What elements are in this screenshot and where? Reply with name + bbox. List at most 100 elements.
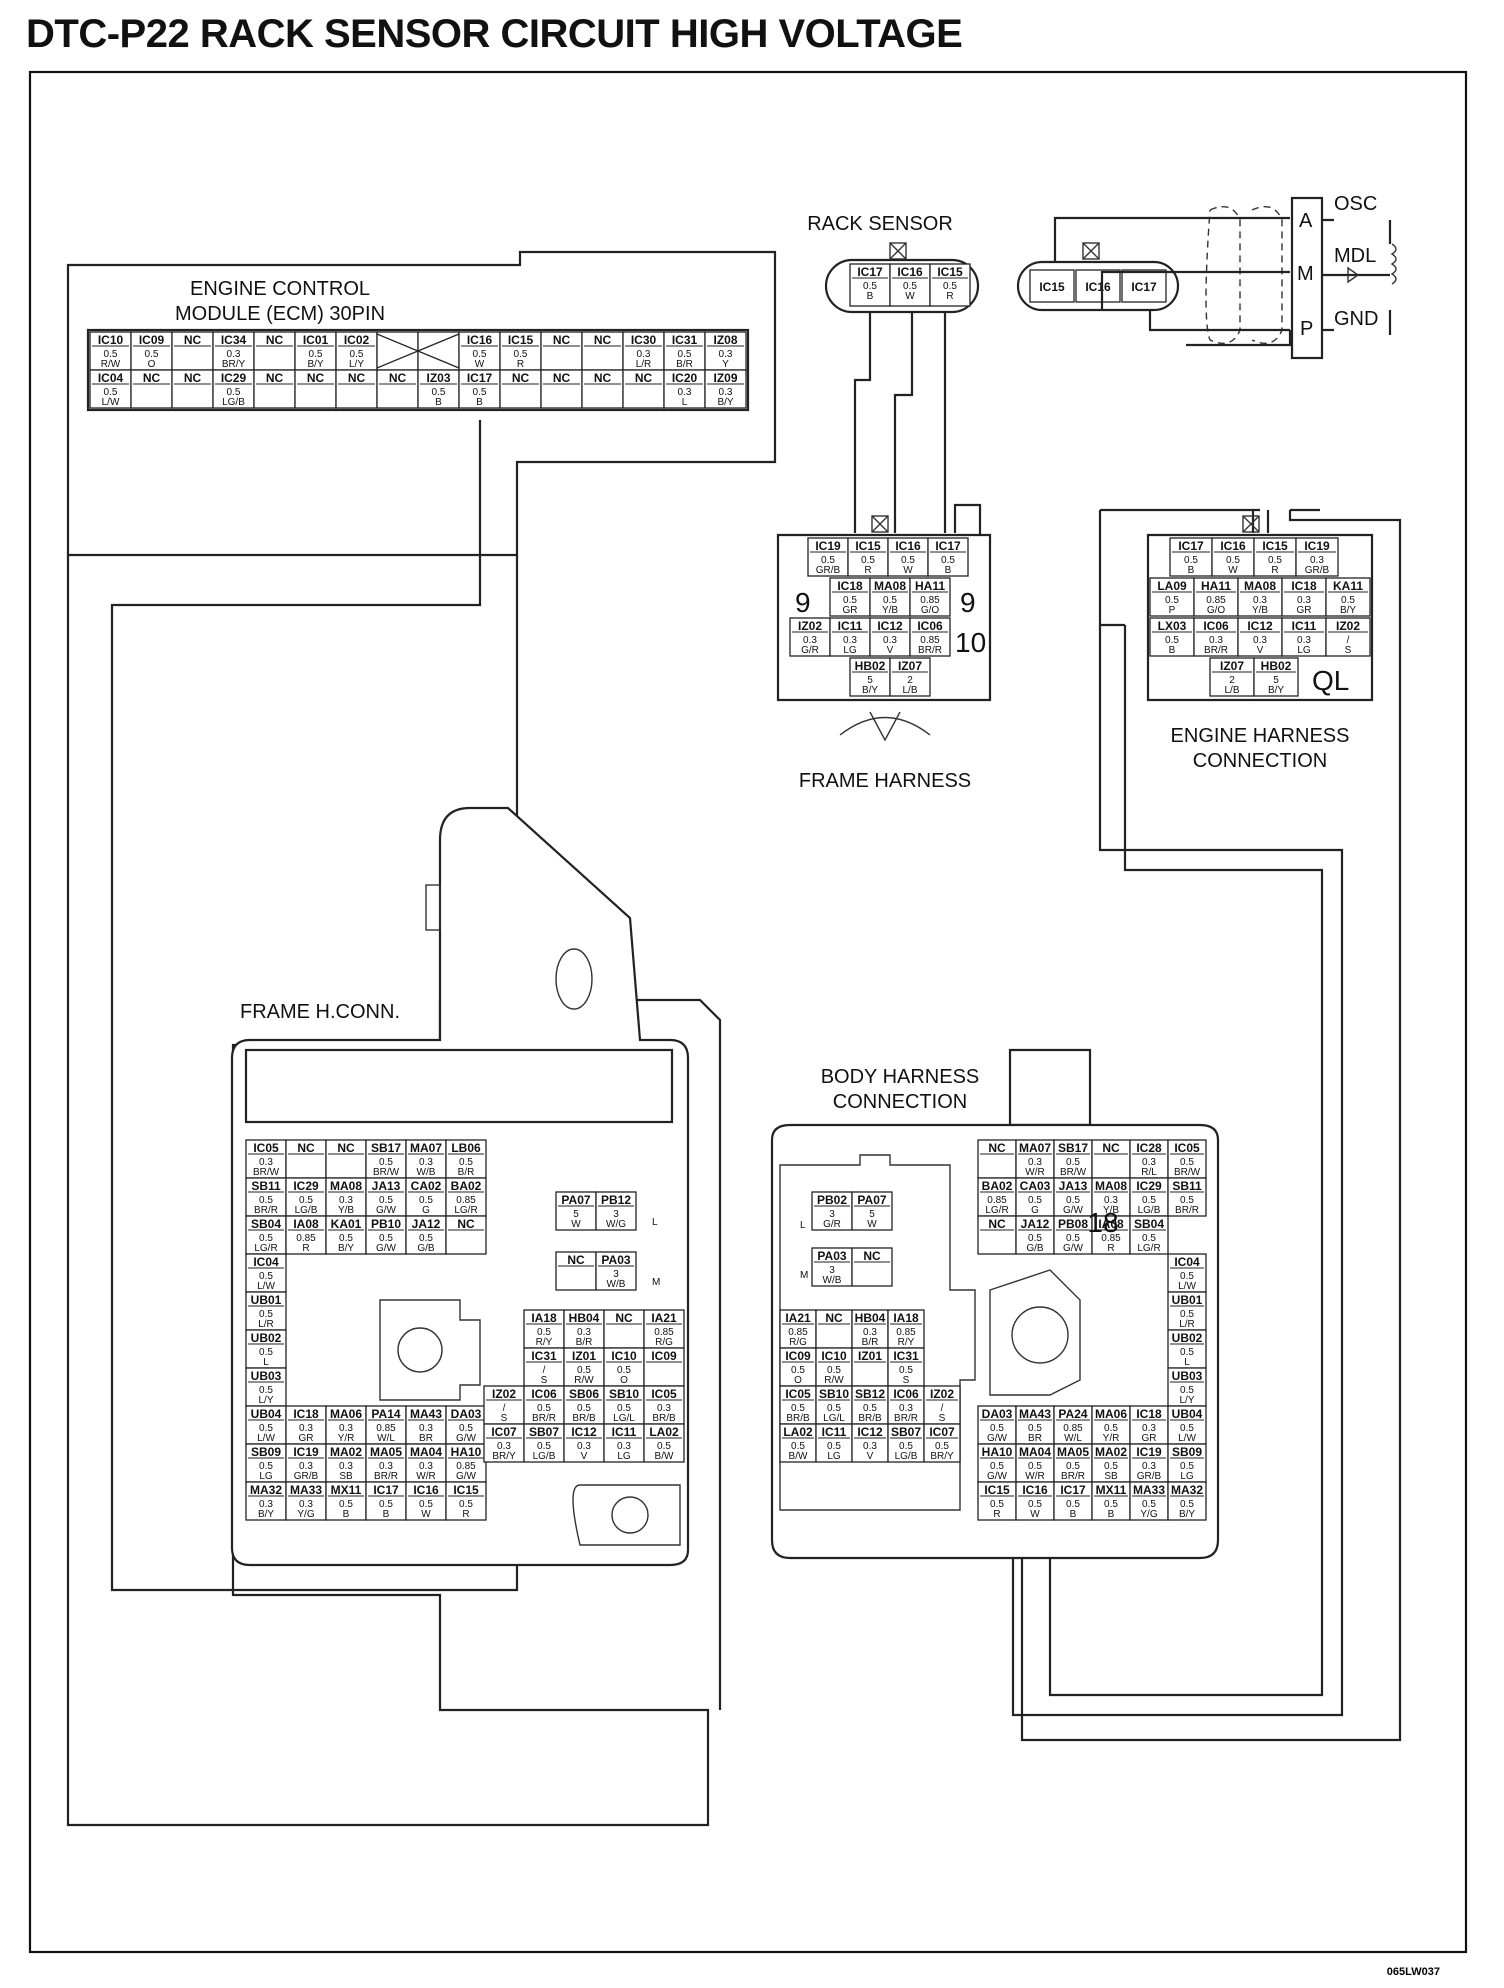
bh-left-pin-id: SB10 xyxy=(819,1387,849,1401)
fhc-top-pin-id: SB17 xyxy=(371,1141,401,1155)
bh-m-cell xyxy=(811,1247,853,1287)
bh-left-wire-color: S xyxy=(903,1375,910,1386)
bh-m-letter: M xyxy=(800,1270,808,1281)
fhc-left-pin-id: IC04 xyxy=(253,1255,279,1269)
bh-top-wire-gauge: 0.5 xyxy=(1066,1157,1080,1168)
bh-right-wire-color: L/Y xyxy=(1179,1395,1194,1406)
fh-r4-cell xyxy=(849,657,891,697)
fh-r1-pin-id: IC15 xyxy=(855,539,881,553)
frame-harness-grid: IC190.5GR/BIC150.5RIC160.5WIC170.5BIC180… xyxy=(789,537,969,697)
bh-left-wire-gauge: 0.5 xyxy=(827,1441,841,1452)
ecm-r1-cell xyxy=(376,331,419,371)
bh-bot-wire-color: L/W xyxy=(1178,1433,1196,1444)
bh-left-wire-gauge: 0.5 xyxy=(899,1441,913,1452)
page-title: DTC-P22 RACK SENSOR CIRCUIT HIGH VOLTAGE xyxy=(26,12,963,56)
bh-left-wire-gauge: 0.85 xyxy=(896,1327,916,1338)
bh-m-pin-id: NC xyxy=(863,1249,881,1263)
ecm-r1-pin-id: NC xyxy=(594,333,612,347)
fhc-bot-pin-id: IC17 xyxy=(373,1483,399,1497)
fhc-right-wire-color: LG/B xyxy=(533,1451,556,1462)
rack-cell xyxy=(889,263,931,307)
frame-harness-label: FRAME HARNESS xyxy=(799,770,971,792)
fhc-bot-wire-gauge: 0.5 xyxy=(459,1423,473,1434)
bh-top-wire-color: LG/R xyxy=(985,1205,1008,1216)
ecm-r2-pin-id: NC xyxy=(553,371,571,385)
ecm-r2-cell xyxy=(622,369,665,409)
bh-top-pin-id: PB08 xyxy=(1058,1217,1088,1231)
eh-r2-cell xyxy=(1281,577,1327,617)
fhc-right-wire-color: LG xyxy=(617,1451,631,1462)
fh-num-right-top: 9 xyxy=(960,587,976,618)
rack-mate-pin: IC15 xyxy=(1039,280,1065,294)
eh-r3-pin-id: IZ02 xyxy=(1336,619,1360,633)
fhc-top-pin-id: SB04 xyxy=(251,1217,281,1231)
eh-r2-cell xyxy=(1325,577,1371,617)
fhc-top-wire-gauge: 0.85 xyxy=(456,1195,476,1206)
bh-bot-pin-id: PA24 xyxy=(1058,1407,1087,1421)
eh-r2-pin-id: IC18 xyxy=(1291,579,1317,593)
fhc-left-wire-gauge: 0.5 xyxy=(259,1271,273,1282)
eh-r3-wire-gauge: 0.3 xyxy=(1297,635,1311,646)
bh-top-wire-color: R/L xyxy=(1141,1167,1157,1178)
bh-l-pin-id: PA07 xyxy=(857,1193,886,1207)
bh-bot-pin-id: MA02 xyxy=(1095,1445,1127,1459)
bh-left-wire-gauge: 0.5 xyxy=(791,1365,805,1376)
bh-top-wire-color: G/B xyxy=(1026,1243,1044,1254)
fhc-right-wire-color: B/R xyxy=(576,1337,593,1348)
fhc-right-wire-gauge: 0.5 xyxy=(657,1441,671,1452)
bh-top-pin-id: SB11 xyxy=(1172,1179,1202,1193)
fhc-bot-wire-color: W/L xyxy=(377,1433,395,1444)
bh-left-cell xyxy=(923,1423,961,1463)
bh-l-wire-gauge: 3 xyxy=(829,1209,835,1220)
ecm-r1-wire-gauge: 0.3 xyxy=(227,349,241,360)
fhc-top-wire-color: BR/W xyxy=(253,1167,280,1178)
fhc-right-pin-id: SB06 xyxy=(569,1387,599,1401)
bh-left-pin-id: IC06 xyxy=(893,1387,919,1401)
eh-r1-pin-id: IC19 xyxy=(1304,539,1330,553)
fhc-top-wire-gauge: 0.5 xyxy=(379,1195,393,1206)
ecm-r1-pin-id: IC34 xyxy=(221,333,247,347)
rack-wire-color: B xyxy=(867,291,874,302)
bh-left-cell xyxy=(779,1423,817,1463)
fh-r3-pin-id: IZ02 xyxy=(798,619,822,633)
fhc-m-wire-gauge: 3 xyxy=(613,1269,619,1280)
fhc-top-cell xyxy=(445,1177,487,1217)
fhc-bot-pin-id: MA06 xyxy=(330,1407,362,1421)
bh-m-pin-id: PA03 xyxy=(817,1249,846,1263)
fhc-left-cell xyxy=(245,1329,287,1369)
eh-r2-wire-color: Y/B xyxy=(1252,605,1268,616)
fhc-bot-wire-gauge: 0.3 xyxy=(339,1423,353,1434)
rack-mate-cell xyxy=(1121,269,1167,303)
fhc-bot-pin-id: PA14 xyxy=(371,1407,400,1421)
eh-r1-wire-color: W xyxy=(1228,565,1238,576)
ecm-r1-pin-id: NC xyxy=(266,333,284,347)
fhc-bot-pin-id: IC19 xyxy=(293,1445,319,1459)
bh-bot-pin-id: IC19 xyxy=(1136,1445,1162,1459)
fhc-right-pin-id: SB07 xyxy=(529,1425,559,1439)
bh-top-cell xyxy=(1053,1177,1093,1217)
bh-bot-wire-color: GR xyxy=(1142,1433,1157,1444)
fhc-bot-cell xyxy=(245,1405,287,1445)
fhc-bot-wire-color: G/W xyxy=(456,1471,477,1482)
bh-top-wire-color: BR/R xyxy=(1175,1205,1199,1216)
eh-r1-cell xyxy=(1253,537,1297,577)
fh-r3-cell xyxy=(909,617,951,657)
fhc-top-wire-gauge: 0.5 xyxy=(419,1195,433,1206)
bh-left-pin-id: IZ01 xyxy=(858,1349,882,1363)
eh-r3-cell xyxy=(1149,617,1195,657)
bh-left-cell xyxy=(887,1385,925,1425)
fhc-bot-wire-gauge: 0.3 xyxy=(299,1499,313,1510)
fhc-bot-wire-color: Y/R xyxy=(338,1433,355,1444)
ecm-r1-cell xyxy=(253,331,296,371)
bh-big-num: 18 xyxy=(1087,1207,1118,1238)
bh-bot-wire-gauge: 0.5 xyxy=(1180,1423,1194,1434)
bh-bot-wire-gauge: 0.5 xyxy=(1180,1461,1194,1472)
fh-r3-cell xyxy=(869,617,911,657)
frame-hconn-label: FRAME H.CONN. xyxy=(240,1001,400,1023)
fhc-l-cell xyxy=(595,1191,637,1231)
fhc-bot-cell xyxy=(365,1443,407,1483)
bh-top-cell xyxy=(1091,1139,1131,1179)
bh-bot-wire-gauge: 0.85 xyxy=(1063,1423,1083,1434)
ecm-r1-cell xyxy=(704,331,747,371)
